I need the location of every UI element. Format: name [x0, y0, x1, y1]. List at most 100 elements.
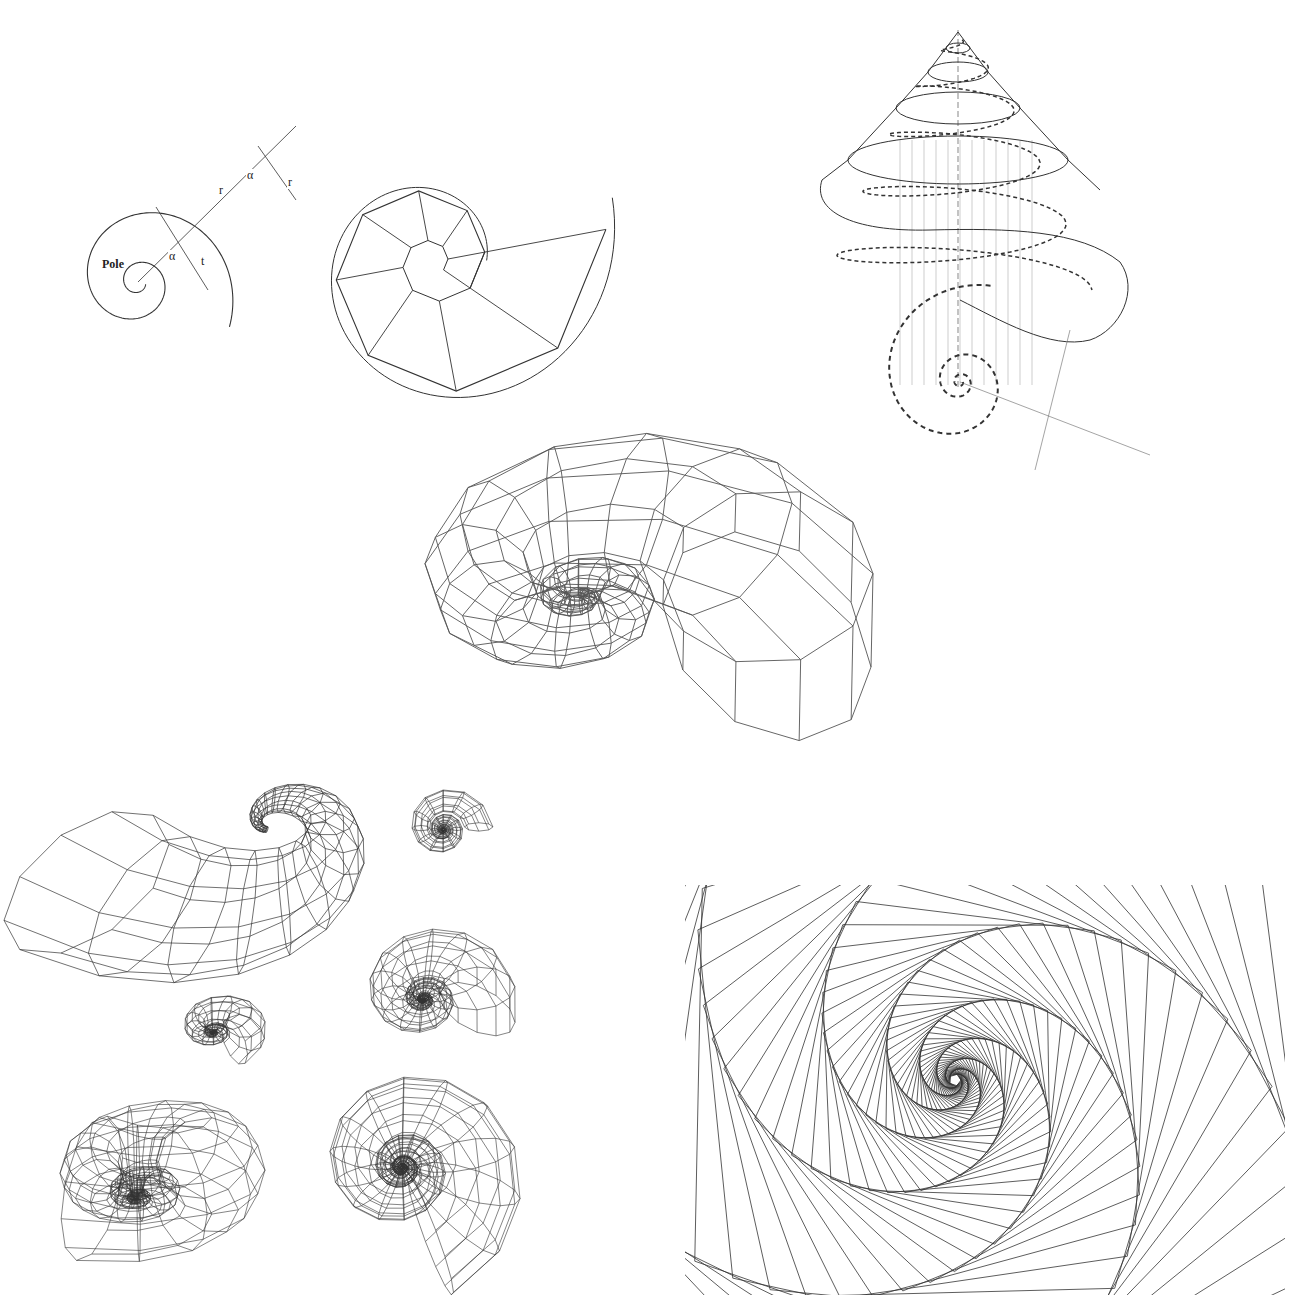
mesh-ring	[436, 817, 440, 824]
polygon-ring	[685, 885, 1285, 1295]
mesh-ring	[439, 982, 515, 1035]
mesh-ring	[305, 811, 363, 852]
tangent-line	[156, 207, 208, 290]
polygon-ring	[922, 1048, 983, 1110]
mesh-ring	[4, 812, 169, 953]
figure-label: r	[287, 176, 293, 189]
mesh-line	[20, 796, 359, 983]
polygon-ring	[920, 1039, 998, 1119]
mesh-ring	[423, 978, 425, 997]
mesh-ring	[431, 828, 438, 830]
polygon-ring	[940, 1066, 969, 1095]
figure-label: Pole	[101, 258, 125, 271]
mesh-line	[185, 1002, 265, 1055]
polygon-ring	[907, 1039, 1004, 1131]
mesh-ring	[452, 792, 464, 812]
polygon-ring	[827, 949, 1076, 1192]
mesh-ring	[547, 447, 569, 587]
mesh-ring	[226, 1008, 265, 1038]
mesh-ring	[444, 829, 446, 830]
tangent-line	[258, 146, 296, 200]
whorl-outline	[896, 92, 1020, 124]
mesh-ring	[445, 824, 447, 827]
mesh-ring	[366, 1091, 398, 1160]
mesh-ring	[440, 825, 442, 828]
polygon-ring	[832, 959, 1061, 1192]
mesh-ring	[61, 1116, 122, 1260]
polygon-ring	[912, 1038, 1002, 1128]
polygon-ring	[724, 885, 1149, 1295]
mesh-ring	[405, 1171, 427, 1211]
mesh-ring	[425, 798, 435, 815]
mesh-ring	[425, 525, 534, 622]
mesh-line	[435, 519, 853, 719]
wireframe-shell	[60, 1101, 265, 1262]
inner-polygon	[403, 240, 485, 301]
mesh-line	[64, 1146, 258, 1250]
mesh-ring	[296, 793, 340, 824]
mesh-ring	[443, 828, 445, 829]
mesh-ring	[353, 1169, 396, 1208]
mesh-ring	[400, 998, 419, 1030]
polygon-ring	[886, 1002, 1034, 1152]
chambered-shell-figure	[331, 187, 614, 397]
mesh-ring	[588, 592, 612, 659]
mesh-line	[333, 1088, 515, 1295]
mesh-ring	[408, 1177, 454, 1295]
mesh-ring	[211, 998, 212, 1026]
log-spiral	[87, 213, 232, 327]
mesh-ring	[402, 1172, 404, 1220]
radius-line	[138, 126, 296, 282]
mesh-ring	[555, 592, 571, 668]
polygon-ring	[811, 924, 1123, 1244]
mesh-ring	[257, 799, 265, 817]
mesh-line	[421, 797, 479, 843]
polygon-ring	[937, 1061, 972, 1095]
polygon-ring	[823, 927, 1114, 1228]
projection-line	[984, 140, 985, 385]
polygon-ring	[886, 1006, 1027, 1144]
polygon-ring	[937, 1059, 976, 1099]
mesh-line	[369, 1138, 456, 1242]
polygon-ring	[921, 1045, 987, 1110]
mesh-ring	[600, 575, 654, 620]
mesh-line	[118, 1129, 165, 1199]
polygon-ring	[876, 999, 1044, 1169]
mesh-ring	[422, 1000, 423, 1010]
polygon-ring	[822, 933, 1102, 1213]
mesh-ring	[302, 802, 355, 834]
mesh-ring	[443, 831, 444, 833]
mesh-ring	[446, 829, 450, 830]
mesh-ring	[451, 827, 462, 830]
polygon-ring	[931, 1058, 979, 1105]
projected-spiral	[889, 285, 998, 434]
polygon-ring	[685, 885, 1285, 1295]
mesh-ring	[460, 804, 483, 818]
mesh-ring	[450, 820, 459, 826]
polygon-ring	[685, 885, 1285, 1295]
mesh-ring	[213, 1030, 215, 1045]
mesh-ring	[443, 814, 444, 822]
mesh-ring	[431, 933, 467, 989]
polygon-ring	[847, 982, 1050, 1187]
figure-label: t	[200, 255, 205, 268]
mesh-ring	[425, 929, 433, 988]
mesh-ring	[262, 826, 266, 832]
spire-outline	[958, 32, 1100, 190]
mesh-ring	[264, 793, 267, 815]
polygon-ring	[685, 885, 1285, 1295]
projection-line	[960, 140, 961, 385]
mesh-line	[415, 795, 489, 851]
suture-helix	[837, 40, 1092, 290]
mesh-ring	[194, 1004, 208, 1027]
polygon-ring	[890, 1015, 1013, 1138]
mesh-ring	[460, 481, 544, 600]
septum-line	[448, 252, 485, 259]
polygon-ring	[698, 885, 1227, 1295]
mesh-ring	[446, 826, 449, 828]
mesh-ring	[587, 557, 610, 597]
mesh-line	[4, 788, 364, 965]
mesh-line	[61, 785, 344, 888]
reference-line	[960, 382, 1150, 455]
septum-line	[443, 211, 468, 247]
